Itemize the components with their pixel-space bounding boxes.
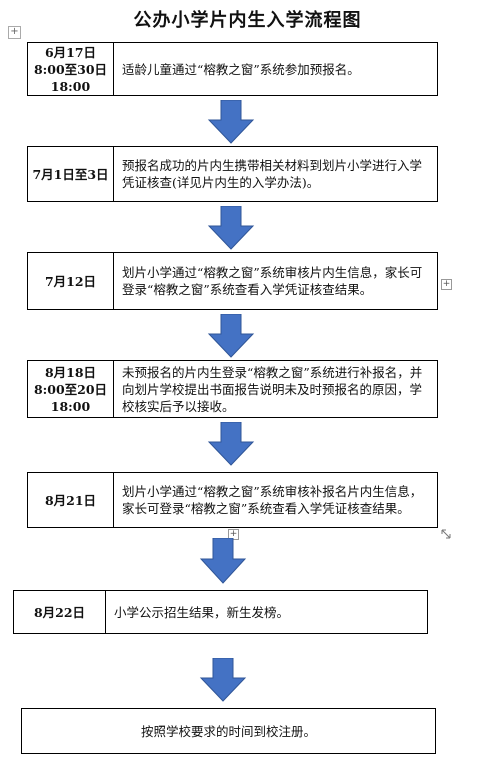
- step-5: 8月21日 划片小学通过“榕教之窗”系统审核补报名片内生信息，家长可登录“榕教之…: [27, 472, 438, 528]
- step-2-date: 7月1日至3日: [28, 147, 114, 201]
- move-handle-icon[interactable]: +: [8, 26, 21, 39]
- arrow-down-icon: [207, 422, 255, 466]
- step-6-date: 8月22日: [14, 591, 106, 633]
- step-4-text: 未预报名的片内生登录“榕教之窗”系统进行补报名，并向划片学校提出书面报告说明未及…: [122, 364, 423, 414]
- step-1-date: 6月17日 8:00至30日 18:00: [28, 43, 114, 95]
- final-step-text: 按照学校要求的时间到校注册。: [140, 723, 316, 739]
- step-3: 7月12日 划片小学通过“榕教之窗”系统审核片内生信息，家长可登录“榕教之窗”系…: [27, 252, 438, 310]
- page-title: 公办小学片内生入学流程图: [133, 10, 362, 31]
- step-1-text: 适龄儿童通过“榕教之窗”系统参加预报名。: [122, 61, 360, 77]
- arrow-down-icon: [207, 314, 255, 358]
- step-6: 8月22日 小学公示招生结果，新生发榜。: [13, 590, 428, 634]
- final-step: 按照学校要求的时间到校注册。: [21, 708, 436, 754]
- step-6-text: 小学公示招生结果，新生发榜。: [114, 604, 290, 620]
- step-1: 6月17日 8:00至30日 18:00 适龄儿童通过“榕教之窗”系统参加预报名…: [27, 42, 438, 96]
- step-4-date: 8月18日 8:00至20日 18:00: [28, 361, 114, 417]
- resize-icon[interactable]: [440, 528, 452, 540]
- step-3-date: 7月12日: [28, 253, 114, 309]
- step-4: 8月18日 8:00至20日 18:00 未预报名的片内生登录“榕教之窗”系统进…: [27, 360, 438, 418]
- plus-icon[interactable]: +: [441, 279, 452, 290]
- arrow-down-icon: [207, 206, 255, 250]
- step-5-date: 8月21日: [28, 473, 114, 527]
- arrow-down-icon: [199, 658, 247, 702]
- arrow-down-icon: [199, 538, 247, 584]
- step-2-text: 预报名成功的片内生携带相关材料到划片小学进行入学凭证核查(详见片内生的入学办法)…: [122, 158, 423, 190]
- arrow-down-icon: [207, 100, 255, 144]
- step-5-text: 划片小学通过“榕教之窗”系统审核补报名片内生信息，家长可登录“榕教之窗”系统查看…: [122, 484, 423, 516]
- step-3-text: 划片小学通过“榕教之窗”系统审核片内生信息，家长可登录“榕教之窗”系统查看入学凭…: [122, 265, 423, 297]
- step-2: 7月1日至3日 预报名成功的片内生携带相关材料到划片小学进行入学凭证核查(详见片…: [27, 146, 438, 202]
